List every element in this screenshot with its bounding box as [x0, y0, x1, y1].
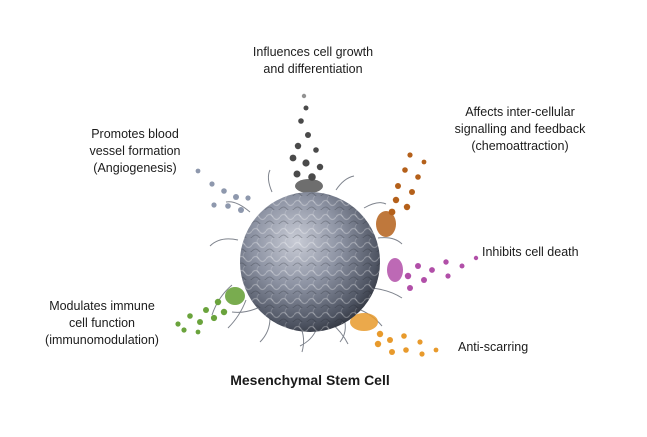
label-angiogenesis: Promotes blood vessel formation (Angioge… [70, 126, 200, 177]
growth-dots [289, 93, 324, 181]
label-signalling-line-3: (chemoattraction) [471, 139, 569, 153]
secretion-patches [225, 179, 403, 331]
label-immunomodulation-line-3: (immunomodulation) [45, 333, 159, 347]
label-cell-death-line-1: Inhibits cell death [482, 245, 579, 259]
label-immunomodulation: Modulates immune cell function (immunomo… [22, 298, 182, 349]
label-growth-line-1: Influences cell growth [252, 45, 374, 59]
label-growth-line-2: and differentiation [263, 62, 363, 76]
label-signalling: Affects inter-cellular signalling and fe… [430, 104, 610, 155]
label-cell-death: Inhibits cell death [482, 244, 612, 261]
label-angiogenesis-line-1: Promotes blood [91, 127, 179, 141]
label-immunomodulation-line-1: Modulates immune [49, 299, 155, 313]
label-signalling-line-2: signalling and feedback [454, 122, 586, 136]
label-immunomodulation-line-2: cell function [68, 316, 135, 330]
diagram-caption: Mesenchymal Stem Cell [230, 372, 390, 388]
death-dots [404, 255, 479, 291]
label-angiogenesis-line-2: vessel formation [89, 144, 181, 158]
signal-dots [388, 152, 427, 216]
stem-cell-texture [240, 192, 380, 332]
scar-dots [374, 330, 439, 357]
label-anti-scarring: Anti-scarring [458, 339, 558, 356]
label-angiogenesis-line-3: (Angiogenesis) [93, 161, 177, 175]
label-anti-scarring-line-1: Anti-scarring [458, 340, 529, 354]
label-growth: Influences cell growth and differentiati… [228, 44, 398, 78]
label-signalling-line-1: Affects inter-cellular [465, 105, 575, 119]
immune-dots [175, 298, 228, 335]
angio-dots [195, 168, 251, 213]
